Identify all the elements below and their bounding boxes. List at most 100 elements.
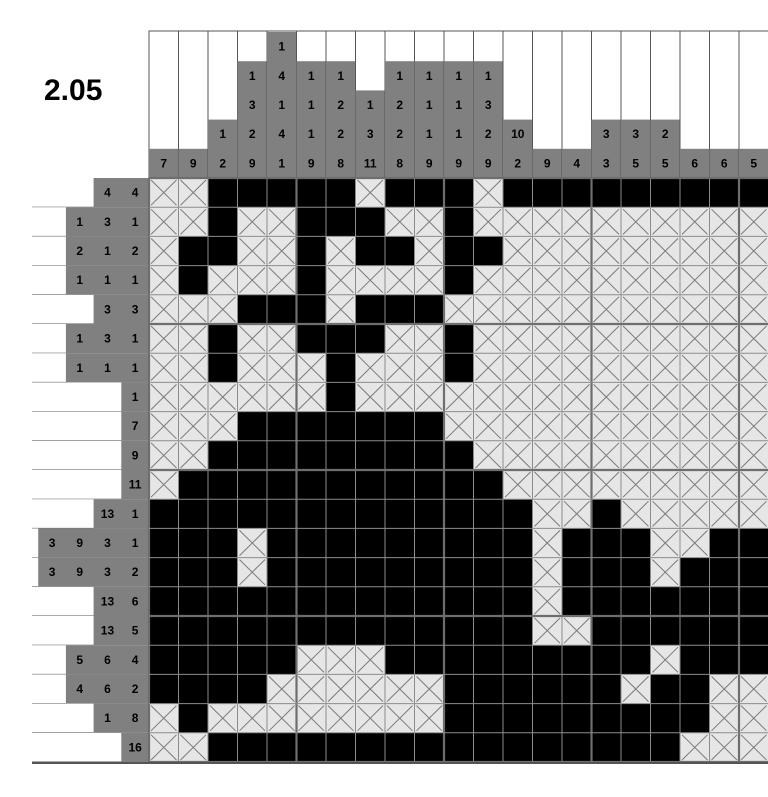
crossed-cell[interactable] <box>473 294 504 324</box>
filled-cell[interactable] <box>355 324 386 354</box>
filled-cell[interactable] <box>680 674 710 704</box>
filled-cell[interactable] <box>149 528 179 558</box>
filled-cell[interactable] <box>355 470 386 500</box>
crossed-cell[interactable] <box>709 732 740 762</box>
crossed-cell[interactable] <box>709 674 740 704</box>
crossed-cell[interactable] <box>650 294 681 324</box>
filled-cell[interactable] <box>650 586 681 616</box>
filled-cell[interactable] <box>739 616 768 646</box>
filled-cell[interactable] <box>208 440 238 470</box>
crossed-cell[interactable] <box>709 324 740 354</box>
crossed-cell[interactable] <box>739 703 768 733</box>
filled-cell[interactable] <box>385 645 415 675</box>
crossed-cell[interactable] <box>355 265 386 295</box>
filled-cell[interactable] <box>149 674 179 704</box>
crossed-cell[interactable] <box>414 265 445 295</box>
crossed-cell[interactable] <box>621 411 651 441</box>
crossed-cell[interactable] <box>267 324 297 354</box>
crossed-cell[interactable] <box>149 236 179 266</box>
filled-cell[interactable] <box>414 586 445 616</box>
filled-cell[interactable] <box>178 265 209 295</box>
filled-cell[interactable] <box>208 236 238 266</box>
filled-cell[interactable] <box>326 586 356 616</box>
crossed-cell[interactable] <box>650 440 681 470</box>
crossed-cell[interactable] <box>237 236 268 266</box>
crossed-cell[interactable] <box>532 528 563 558</box>
filled-cell[interactable] <box>709 557 740 587</box>
crossed-cell[interactable] <box>355 353 386 383</box>
crossed-cell[interactable] <box>326 703 356 733</box>
filled-cell[interactable] <box>562 557 592 587</box>
filled-cell[interactable] <box>444 557 474 587</box>
crossed-cell[interactable] <box>178 207 209 237</box>
filled-cell[interactable] <box>444 703 474 733</box>
crossed-cell[interactable] <box>562 265 592 295</box>
filled-cell[interactable] <box>267 645 297 675</box>
crossed-cell[interactable] <box>650 207 681 237</box>
crossed-cell[interactable] <box>296 674 327 704</box>
filled-cell[interactable] <box>355 236 386 266</box>
filled-cell[interactable] <box>739 557 768 587</box>
crossed-cell[interactable] <box>473 207 504 237</box>
filled-cell[interactable] <box>267 586 297 616</box>
crossed-cell[interactable] <box>562 294 592 324</box>
crossed-cell[interactable] <box>621 440 651 470</box>
crossed-cell[interactable] <box>326 645 356 675</box>
crossed-cell[interactable] <box>709 440 740 470</box>
filled-cell[interactable] <box>562 732 592 762</box>
crossed-cell[interactable] <box>532 294 563 324</box>
filled-cell[interactable] <box>208 207 238 237</box>
crossed-cell[interactable] <box>621 236 651 266</box>
crossed-cell[interactable] <box>532 616 563 646</box>
crossed-cell[interactable] <box>414 674 445 704</box>
crossed-cell[interactable] <box>178 294 209 324</box>
filled-cell[interactable] <box>208 645 238 675</box>
crossed-cell[interactable] <box>414 703 445 733</box>
filled-cell[interactable] <box>503 645 533 675</box>
crossed-cell[interactable] <box>621 207 651 237</box>
crossed-cell[interactable] <box>680 528 710 558</box>
crossed-cell[interactable] <box>532 236 563 266</box>
filled-cell[interactable] <box>650 178 681 208</box>
filled-cell[interactable] <box>621 703 651 733</box>
filled-cell[interactable] <box>680 703 710 733</box>
filled-cell[interactable] <box>296 470 327 500</box>
filled-cell[interactable] <box>444 645 474 675</box>
filled-cell[interactable] <box>178 557 209 587</box>
filled-cell[interactable] <box>621 586 651 616</box>
crossed-cell[interactable] <box>503 207 533 237</box>
filled-cell[interactable] <box>385 411 415 441</box>
crossed-cell[interactable] <box>739 674 768 704</box>
crossed-cell[interactable] <box>532 411 563 441</box>
crossed-cell[interactable] <box>296 353 327 383</box>
filled-cell[interactable] <box>149 586 179 616</box>
filled-cell[interactable] <box>444 732 474 762</box>
filled-cell[interactable] <box>503 586 533 616</box>
filled-cell[interactable] <box>267 528 297 558</box>
filled-cell[interactable] <box>237 586 268 616</box>
crossed-cell[interactable] <box>739 470 768 500</box>
crossed-cell[interactable] <box>473 265 504 295</box>
filled-cell[interactable] <box>621 528 651 558</box>
filled-cell[interactable] <box>739 586 768 616</box>
filled-cell[interactable] <box>296 616 327 646</box>
crossed-cell[interactable] <box>208 265 238 295</box>
crossed-cell[interactable] <box>355 382 386 412</box>
filled-cell[interactable] <box>208 528 238 558</box>
filled-cell[interactable] <box>355 732 386 762</box>
crossed-cell[interactable] <box>650 528 681 558</box>
filled-cell[interactable] <box>473 674 504 704</box>
crossed-cell[interactable] <box>414 324 445 354</box>
crossed-cell[interactable] <box>385 382 415 412</box>
crossed-cell[interactable] <box>473 411 504 441</box>
filled-cell[interactable] <box>355 528 386 558</box>
filled-cell[interactable] <box>621 178 651 208</box>
crossed-cell[interactable] <box>473 440 504 470</box>
filled-cell[interactable] <box>385 528 415 558</box>
filled-cell[interactable] <box>591 674 622 704</box>
filled-cell[interactable] <box>621 616 651 646</box>
crossed-cell[interactable] <box>149 324 179 354</box>
crossed-cell[interactable] <box>532 586 563 616</box>
crossed-cell[interactable] <box>650 382 681 412</box>
filled-cell[interactable] <box>385 616 415 646</box>
